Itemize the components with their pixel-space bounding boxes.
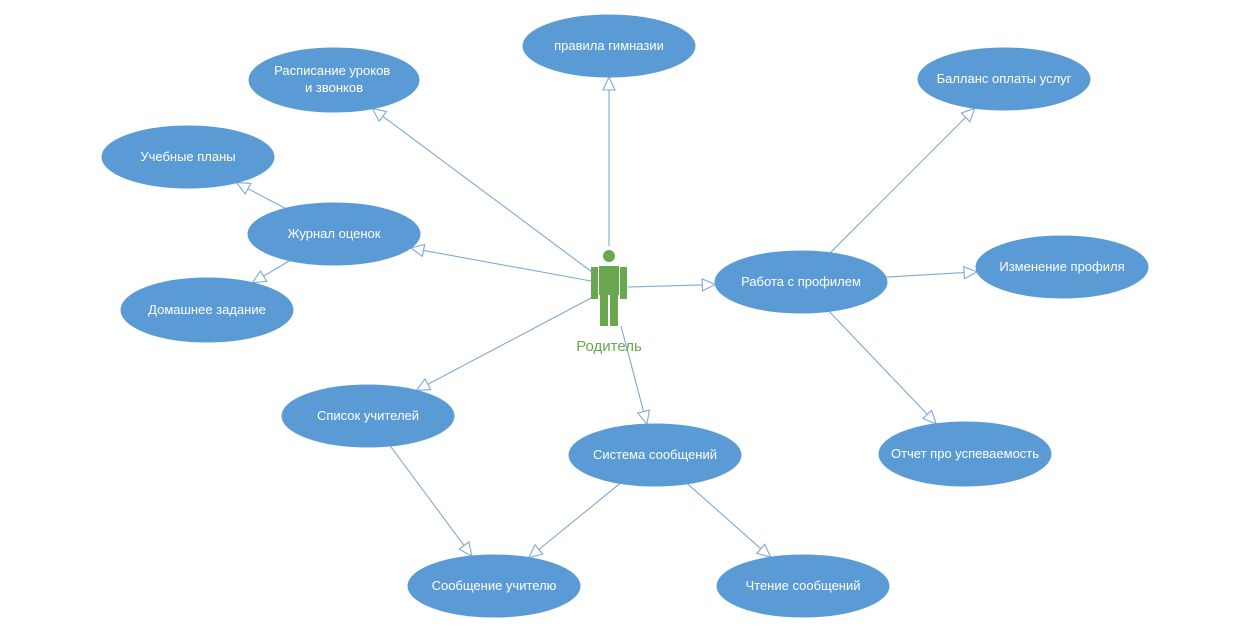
- use-case-progress-report[interactable]: Отчет про успеваемость: [878, 421, 1052, 487]
- svg-text:Работа с профилем: Работа с профилем: [741, 274, 861, 289]
- use-case-teachers-list[interactable]: Список учителей: [281, 384, 455, 448]
- use-case-balance-label: Балланс оплаты услуг: [937, 71, 1072, 86]
- svg-text:правила гимназии: правила гимназии: [554, 38, 664, 53]
- svg-text:Список учителей: Список учителей: [317, 408, 419, 423]
- use-case-rules[interactable]: правила гимназии: [522, 14, 696, 78]
- use-case-profile-edit[interactable]: Изменение профиля: [975, 235, 1149, 299]
- use-case-progress-report-label: Отчет про успеваемость: [891, 446, 1039, 461]
- relation-line-profile_work-balance: [829, 117, 966, 254]
- svg-text:Чтение сообщений: Чтение сообщений: [745, 578, 860, 593]
- arrowhead-icon: [458, 541, 473, 558]
- use-case-message-teacher[interactable]: Сообщение учителю: [407, 554, 581, 618]
- use-cases-layer: правила гимназии Расписание уроков и зво…: [101, 14, 1149, 618]
- arrowhead-icon: [602, 75, 616, 91]
- relation-line-actor-messaging: [620, 325, 645, 412]
- svg-text:Сообщение учителю: Сообщение учителю: [432, 578, 557, 593]
- relation-line-gradebook-curricula: [247, 188, 286, 209]
- arrowhead-icon: [963, 265, 979, 280]
- svg-text:Домашнее задание: Домашнее задание: [148, 302, 266, 317]
- arrowhead-icon: [251, 269, 268, 284]
- svg-text:Отчет про успеваемость: Отчет про успеваемость: [891, 446, 1039, 461]
- use-case-messaging[interactable]: Система сообщений: [568, 423, 742, 487]
- use-case-gradebook[interactable]: Журнал оценок: [247, 202, 421, 266]
- use-case-read-messages[interactable]: Чтение сообщений: [716, 554, 890, 618]
- arrowhead-icon: [960, 107, 976, 123]
- svg-text:Изменение профиля: Изменение профиля: [999, 259, 1124, 274]
- relation-line-messaging-message_teacher: [538, 482, 621, 550]
- use-case-schedule-label-line2: и звонков: [305, 80, 363, 95]
- actor-parent[interactable]: Родитель: [576, 250, 642, 355]
- use-case-profile-work-label: Работа с профилем: [741, 274, 861, 289]
- svg-text:Балланс оплаты услуг: Балланс оплаты услуг: [937, 71, 1072, 86]
- relations-layer: [235, 75, 979, 559]
- arrowhead-icon: [409, 243, 426, 258]
- arrowhead-icon: [415, 377, 432, 392]
- arrowhead-icon: [235, 181, 252, 196]
- use-case-messaging-label: Система сообщений: [593, 447, 717, 462]
- svg-text:Система сообщений: Система сообщений: [593, 447, 717, 462]
- use-case-curricula[interactable]: Учебные планы: [101, 125, 275, 189]
- relation-line-gradebook-homework: [263, 260, 290, 277]
- arrowhead-icon: [755, 543, 772, 559]
- actor-stick-figure-icon: [591, 250, 627, 326]
- relation-line-actor-schedule: [382, 115, 593, 273]
- use-case-read-messages-label: Чтение сообщений: [745, 578, 860, 593]
- relation-line-profile_work-profile_edit: [885, 272, 965, 278]
- relation-line-teachers_list-message_teacher: [389, 445, 465, 546]
- relation-line-profile_work-progress_report: [828, 310, 928, 415]
- use-case-schedule[interactable]: Расписание уроков и звонков: [248, 47, 420, 113]
- relation-line-actor-gradebook: [423, 249, 592, 282]
- use-case-teachers-list-label: Список учителей: [317, 408, 419, 423]
- arrowhead-icon: [371, 107, 388, 123]
- use-case-message-teacher-label: Сообщение учителю: [432, 578, 557, 593]
- actor-label: Родитель: [576, 338, 642, 355]
- svg-text:Журнал оценок: Журнал оценок: [288, 226, 381, 241]
- use-case-curricula-label: Учебные планы: [140, 149, 235, 164]
- svg-text:Расписание уроков и зв: Расписание уроков и звонков: [274, 63, 394, 95]
- use-case-gradebook-label: Журнал оценок: [288, 226, 381, 241]
- use-case-balance[interactable]: Балланс оплаты услуг: [917, 47, 1091, 111]
- use-case-profile-work[interactable]: Работа с профилем: [714, 250, 888, 314]
- use-case-homework[interactable]: Домашнее задание: [120, 277, 294, 343]
- relation-line-messaging-read_messages: [687, 483, 762, 550]
- use-case-homework-label: Домашнее задание: [148, 302, 266, 317]
- use-case-rules-label: правила гимназии: [554, 38, 664, 53]
- use-case-schedule-label-line1: Расписание уроков: [274, 63, 390, 78]
- relation-line-actor-teachers_list: [427, 296, 594, 385]
- arrowhead-icon: [701, 278, 717, 292]
- arrowhead-icon: [921, 409, 938, 425]
- relation-line-actor-profile_work: [627, 284, 703, 288]
- svg-text:Учебные планы: Учебные планы: [140, 149, 235, 164]
- arrowhead-icon: [636, 409, 651, 426]
- use-case-profile-edit-label: Изменение профиля: [999, 259, 1124, 274]
- arrowhead-icon: [527, 543, 544, 559]
